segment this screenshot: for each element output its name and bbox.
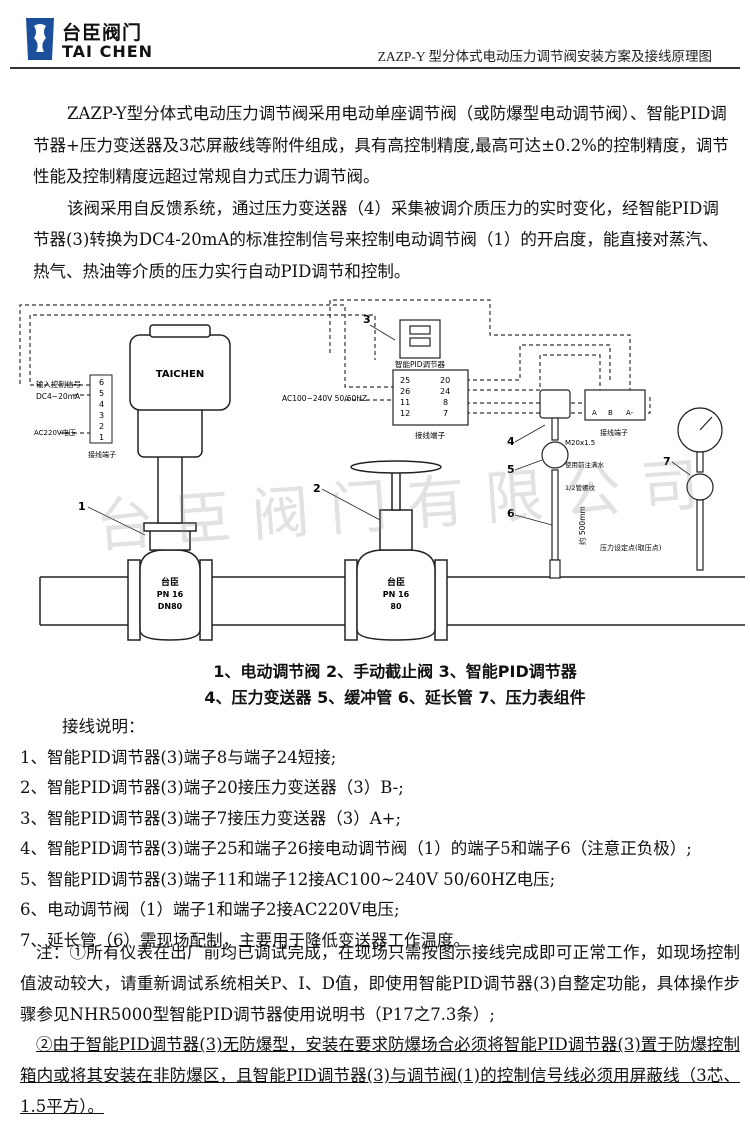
transmitter-terminal: A- <box>626 409 634 417</box>
actuator-terminal-label: 接线端子 <box>88 450 116 459</box>
actuator-brand: TAICHEN <box>156 369 204 380</box>
document-title: ZAZP-Y 型分体式电动压力调节阀安装方案及接线原理图 <box>377 49 712 64</box>
manual-stop-valve <box>344 460 448 641</box>
callout-label: 5 <box>507 463 515 476</box>
controller-terminal: 12 <box>400 409 410 418</box>
installation-diagram: TAICHEN 台臣 PN 16 DN80 输入控制信号 DC4~20mA AC… <box>19 299 745 641</box>
pipe-thread-label: 1/2管螺纹 <box>565 483 595 492</box>
legend-line-2: 4、压力变送器 5、缓冲管 6、延长管 7、压力表组件 <box>204 688 586 707</box>
controller-terminal-label: 接线端子 <box>415 430 445 440</box>
logo-text-en: TAI CHEN <box>62 42 154 61</box>
pressure-gauge-assembly <box>677 407 723 571</box>
callout-label: 7 <box>663 455 671 468</box>
callout-label: 2 <box>313 482 321 495</box>
ac220-label: AC220V电压 <box>34 428 76 437</box>
controller-terminal: 11 <box>400 398 410 407</box>
company-logo: 台臣阀门 TAI CHEN <box>22 14 187 64</box>
actuator-terminal-block <box>89 374 113 444</box>
electric-control-valve <box>127 324 231 641</box>
pressure-point-label: 压力设定点(取压点) <box>600 543 662 552</box>
controller-terminal: 8 <box>443 398 448 407</box>
pid-controller <box>392 319 469 426</box>
ac-supply-label: AC100~240V 50/60HZ <box>282 394 367 403</box>
actuator-terminal-numbers: 6 5 4 3 2 1 <box>99 378 104 442</box>
callout-label: 3 <box>363 313 371 326</box>
controller-title: 智能PID调节器 <box>395 359 446 369</box>
valve2-brand: 台臣 <box>387 576 405 588</box>
transmitter-terminal-block <box>584 389 646 421</box>
notes-section: 注：①所有仪表在出厂前均已调试完成，在现场只需按图示接线完成即可正常工作，如现场… <box>20 938 740 1123</box>
actuator-terminal: 5 <box>99 389 104 398</box>
valve1-dn: DN80 <box>158 602 183 611</box>
controller-terminal: 26 <box>400 387 410 396</box>
wiring-item: 6、电动调节阀（1）端子1和端子2接AC220V电压; <box>20 900 400 919</box>
header-rule <box>10 67 740 69</box>
intro-section: ZAZP-Y型分体式电动压力调节阀采用电动单座调节阀（或防爆型电动调节阀）、智能… <box>33 98 733 287</box>
controller-terminal: 24 <box>440 387 450 396</box>
valve2-pn: PN 16 <box>383 590 410 599</box>
transmitter-terminal-label: 接线端子 <box>600 428 628 437</box>
wiring-title: 接线说明： <box>62 717 145 736</box>
valve1-brand: 台臣 <box>161 576 179 588</box>
actuator-terminal: 1 <box>99 433 104 442</box>
wiring-instructions: 接线说明： 1、智能PID调节器(3)端子8与端子24短接; 2、智能PID调节… <box>20 712 740 956</box>
wiring-item: 2、智能PID调节器(3)端子20接压力变送器（3）B-; <box>20 778 404 797</box>
pressure-transmitter <box>539 389 571 579</box>
thread-label: M20x1.5 <box>565 439 595 447</box>
intro-paragraph-2: 该阀采用自反馈系统，通过压力变送器（4）采集被调介质压力的实时变化，经智能PID… <box>33 198 719 281</box>
length-label: 约 500mm <box>577 506 587 545</box>
intro-paragraph-1: ZAZP-Y型分体式电动压力调节阀采用电动单座调节阀（或防爆型电动调节阀）、智能… <box>33 104 729 186</box>
pipeline <box>39 576 745 626</box>
wiring-item: 1、智能PID调节器(3)端子8与端子24短接; <box>20 747 337 767</box>
callout-label: 1 <box>78 500 86 513</box>
input-signal-value: DC4~20mA <box>36 392 81 401</box>
wiring-item: 3、智能PID调节器(3)端子7接压力变送器（3）A+; <box>20 808 402 828</box>
note-1: 注：①所有仪表在出厂前均已调试完成，在现场只需按图示接线完成即可正常工作，如现场… <box>20 943 740 1024</box>
note-2: ②由于智能PID调节器(3)无防爆型，安装在要求防爆场合必须将智能PID调节器(… <box>20 1035 740 1116</box>
callout-numbers: 1 2 3 4 5 6 7 <box>78 313 671 520</box>
logo-mark-icon <box>26 18 54 60</box>
actuator-terminal: 4 <box>99 400 104 409</box>
actuator-terminal: 3 <box>99 411 104 420</box>
wiring-item: 4、智能PID调节器(3)端子25和端子26接电动调节阀（1）的端子5和端子6（… <box>20 839 692 858</box>
input-signal-label: 输入控制信号 <box>36 379 81 389</box>
controller-terminal: 7 <box>443 409 448 418</box>
transmitter-terminal: A <box>592 409 597 417</box>
controller-terminal: 20 <box>440 376 450 385</box>
transmitter-terminal: B <box>608 409 613 417</box>
controller-terminals: 25 26 11 12 20 24 8 7 <box>400 376 450 418</box>
wiring-item: 7、延长管（6）需现场配制，主要用于降低变送器工作温度。 <box>20 930 470 950</box>
callout-label: 4 <box>507 435 515 448</box>
valve2-dn: 80 <box>390 602 402 611</box>
callout-leaders <box>87 324 691 536</box>
valve1-pn: PN 16 <box>157 590 184 599</box>
controller-terminal: 25 <box>400 376 410 385</box>
wiring-item: 5、智能PID调节器(3)端子11和端子12接AC100~240V 50/60H… <box>20 869 556 889</box>
seal-label: 使用前注满水 <box>565 460 605 469</box>
logo-text-cn: 台臣阀门 <box>62 22 143 44</box>
actuator-terminal: 2 <box>99 422 104 431</box>
callout-label: 6 <box>507 507 515 520</box>
page-header: 台臣阀门 TAI CHEN ZAZP-Y 型分体式电动压力调节阀安装方案及接线原… <box>0 0 750 70</box>
actuator-terminal: 6 <box>99 378 104 387</box>
wiring-lines <box>19 299 651 434</box>
legend-line-1: 1、电动调节阀 2、手动截止阀 3、智能PID调节器 <box>213 662 577 681</box>
